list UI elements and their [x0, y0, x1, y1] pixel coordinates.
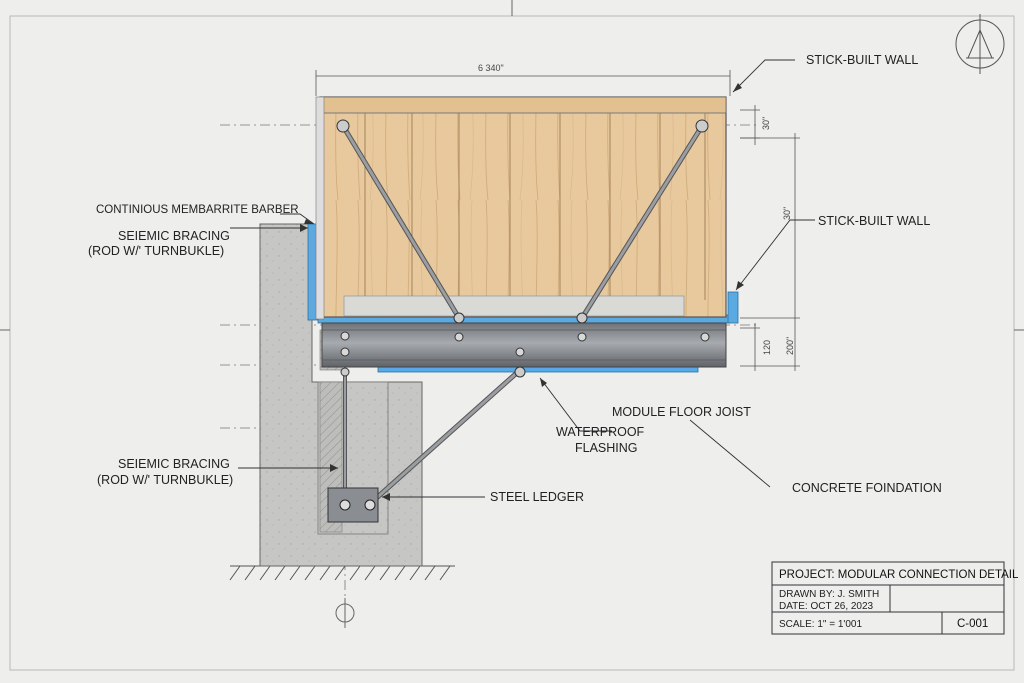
lower-seismic-bracing [340, 366, 526, 504]
dim-right-c: 120 [762, 340, 772, 355]
label-seismic-upper-1: SEIEMIC BRACING [118, 229, 230, 243]
leader-arrowheads [300, 83, 744, 501]
bolt-icon [340, 331, 710, 357]
module-floor-joist [321, 322, 727, 368]
dimension-lines [315, 70, 800, 371]
stick-built-wall [315, 96, 727, 320]
label-steel-ledger: STEEL LEDGER [490, 490, 584, 504]
upper-seismic-bracing [336, 119, 709, 324]
label-seismic-lower-1: SEIEMIC BRACING [118, 457, 230, 471]
centerline-marker [335, 598, 355, 628]
label-membrane-barrier: CONTINIOUS MEMBARRITE BARBER [96, 204, 299, 216]
label-stick-built-wall-mid: STICK-BUILT WALL [818, 214, 930, 228]
label-seismic-lower-2: (ROD W/' TURNBUKLE) [97, 473, 233, 487]
dim-right-a: 30" [761, 117, 771, 130]
north-arrow-icon [955, 14, 1005, 74]
leader-lines [230, 59, 815, 498]
label-seismic-upper-2: (ROD W/' TURNBUKLE) [88, 244, 224, 258]
label-flashing-2: FLASHING [575, 441, 638, 455]
title-sheet-number: C-001 [957, 618, 988, 630]
dim-right-b: 30" [782, 207, 792, 220]
title-block [771, 561, 1005, 635]
title-date: DATE: OCT 26, 2023 [779, 601, 874, 612]
title-scale: SCALE: 1" = 1'001 [779, 619, 862, 630]
dim-right-d: 200" [785, 337, 795, 355]
label-stick-built-wall-top: STICK-BUILT WALL [806, 53, 918, 67]
dim-top: 6 340" [478, 63, 504, 73]
label-flashing-1: WATERPROOF [556, 425, 645, 439]
steel-ledger-plate [327, 487, 379, 523]
label-floor-joist: MODULE FLOOR JOIST [612, 405, 751, 419]
title-project: PROJECT: MODULAR CONNECTION DETAIL [779, 569, 1019, 581]
label-concrete-foundation: CONCRETE FOINDATION [792, 481, 942, 495]
title-drawn-by: DRAWN BY: J. SMITH [779, 589, 879, 600]
ground-line [229, 565, 455, 581]
